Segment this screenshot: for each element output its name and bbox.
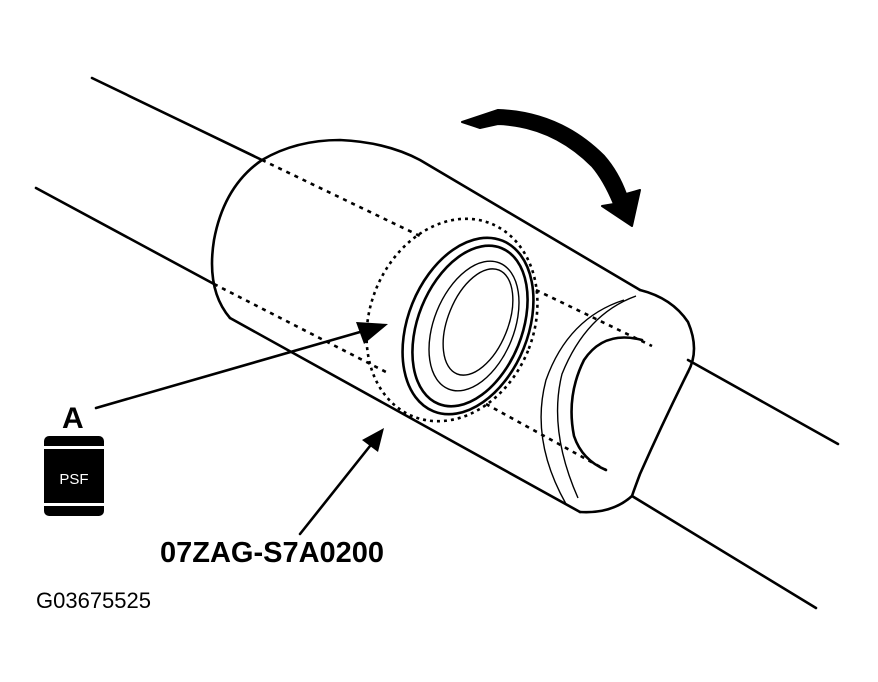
rotation-arrow-icon <box>461 109 641 227</box>
seal-ring <box>365 217 539 423</box>
callout-a-leader <box>94 322 388 410</box>
tool-sleeve <box>210 138 696 514</box>
figure-code: G03675525 <box>36 588 151 613</box>
fluid-container-icon: PSF <box>44 436 104 516</box>
rack-shaft <box>34 76 840 610</box>
tool-part-number: 07ZAG-S7A0200 <box>160 537 384 569</box>
container-label: PSF <box>59 471 88 488</box>
hidden-shaft-lines <box>213 158 653 472</box>
callout-letter: A <box>62 402 84 435</box>
part-number-leader <box>298 428 384 536</box>
